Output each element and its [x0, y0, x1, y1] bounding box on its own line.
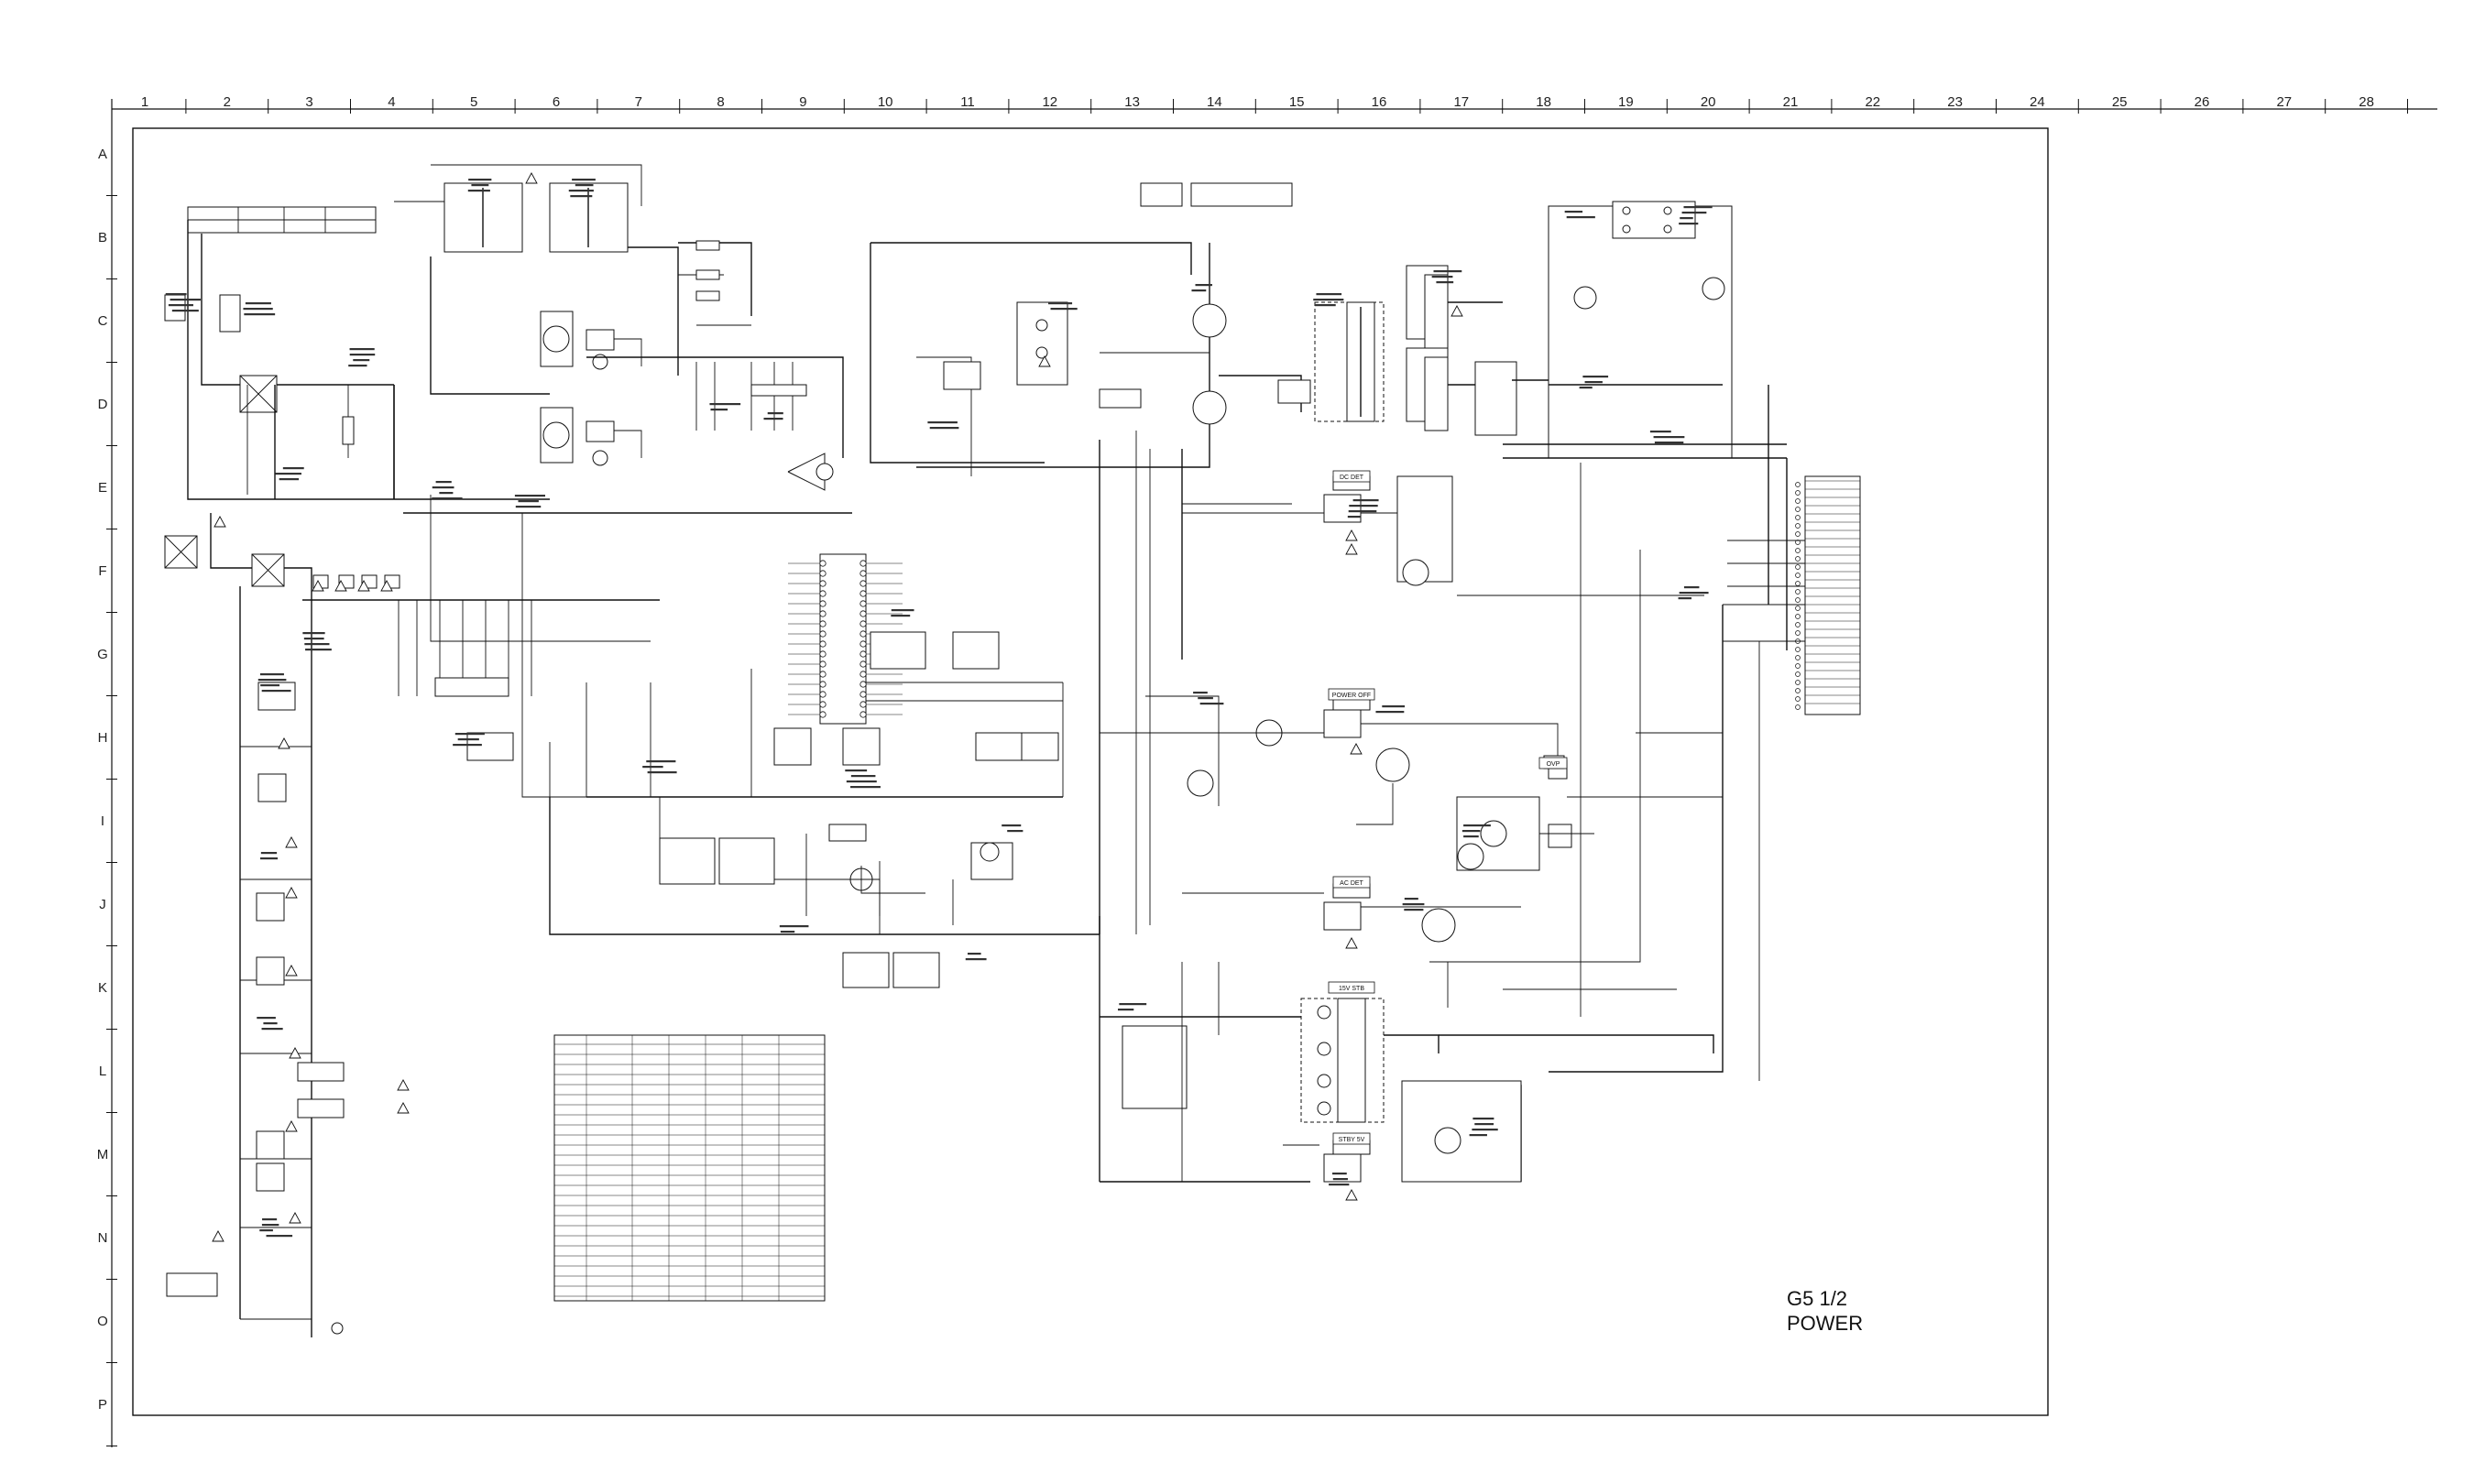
- mains-input-section: [164, 206, 395, 1337]
- output-connector: [1723, 475, 1861, 715]
- column-number: 21: [1783, 94, 1799, 110]
- row-letter: F: [98, 563, 106, 579]
- row-letter: B: [98, 230, 107, 246]
- sheet-title: POWER: [1787, 1312, 1863, 1335]
- standby-output: [1457, 201, 1788, 650]
- column-number: 7: [635, 94, 642, 110]
- row-letter: J: [99, 897, 106, 912]
- ovp-label: OVP: [1547, 761, 1560, 768]
- ac-det-block: [1182, 883, 1521, 943]
- standby-transformer: [1099, 916, 1714, 1183]
- component-labels: [165, 179, 1713, 1238]
- pfc-section: [246, 385, 660, 761]
- column-number: 23: [1947, 94, 1963, 110]
- column-number: 11: [960, 94, 975, 110]
- column-number: 25: [2112, 94, 2128, 110]
- column-number: 14: [1207, 94, 1222, 110]
- upper-rails: [403, 240, 852, 642]
- diagram-frame: [132, 127, 2049, 1416]
- safety-warning-symbols: [212, 172, 1463, 1242]
- row-letter: K: [98, 980, 107, 996]
- row-letter: L: [99, 1064, 106, 1079]
- column-number: 9: [799, 94, 806, 110]
- row-letter: N: [98, 1230, 108, 1246]
- column-number: 18: [1536, 94, 1551, 110]
- opto-stb-block: [1181, 449, 1453, 660]
- row-letter: H: [98, 730, 108, 746]
- main-transformer: [1314, 265, 1577, 458]
- column-number: 4: [388, 94, 395, 110]
- column-ruler: [111, 99, 2437, 1447]
- column-number: 3: [305, 94, 312, 110]
- row-letter: C: [98, 313, 108, 329]
- column-number: 5: [470, 94, 477, 110]
- row-letter: P: [98, 1397, 107, 1413]
- power-off-block: [1100, 695, 1568, 825]
- row-letter: O: [97, 1314, 108, 1329]
- column-number: 12: [1042, 94, 1057, 110]
- column-number: 27: [2276, 94, 2292, 110]
- row-letter: D: [98, 397, 108, 412]
- power-off-label: POWER OFF: [1332, 693, 1371, 699]
- interconnect-wires: [549, 431, 1760, 1081]
- column-number: 17: [1453, 94, 1469, 110]
- functional-block-labels: DC DET POWER OFF AC DET STBY 5V OVP 15V …: [1328, 470, 1568, 1145]
- llc-half-bridge: [870, 182, 1311, 476]
- dc-detect-label: DC DET: [1340, 475, 1364, 481]
- column-number: 24: [2030, 94, 2045, 110]
- column-number: 6: [553, 94, 560, 110]
- column-number: 13: [1124, 94, 1140, 110]
- column-number: 2: [224, 94, 231, 110]
- pfc-transformers: [394, 164, 679, 466]
- column-number: 20: [1701, 94, 1716, 110]
- column-number: 15: [1289, 94, 1305, 110]
- row-letter: E: [98, 480, 107, 496]
- row-letter: I: [101, 813, 104, 829]
- column-number: 1: [141, 94, 148, 110]
- row-letter: M: [97, 1147, 109, 1162]
- column-number: 28: [2359, 94, 2374, 110]
- column-number: 22: [1865, 94, 1880, 110]
- sheet-id: G5 1/2: [1787, 1287, 1847, 1310]
- component-table: [553, 1034, 826, 1302]
- stby-15v-label: 15V STB: [1339, 986, 1364, 992]
- column-number: 16: [1372, 94, 1387, 110]
- column-number: 10: [878, 94, 893, 110]
- row-letter: A: [98, 147, 107, 162]
- column-number: 19: [1618, 94, 1634, 110]
- row-letter: G: [97, 647, 108, 662]
- stby-5v-label: STBY 5V: [1339, 1137, 1365, 1143]
- column-number: 26: [2195, 94, 2210, 110]
- column-number: 8: [717, 94, 724, 110]
- controller-ic: [521, 513, 1064, 988]
- ac-detect-label: AC DET: [1340, 880, 1363, 887]
